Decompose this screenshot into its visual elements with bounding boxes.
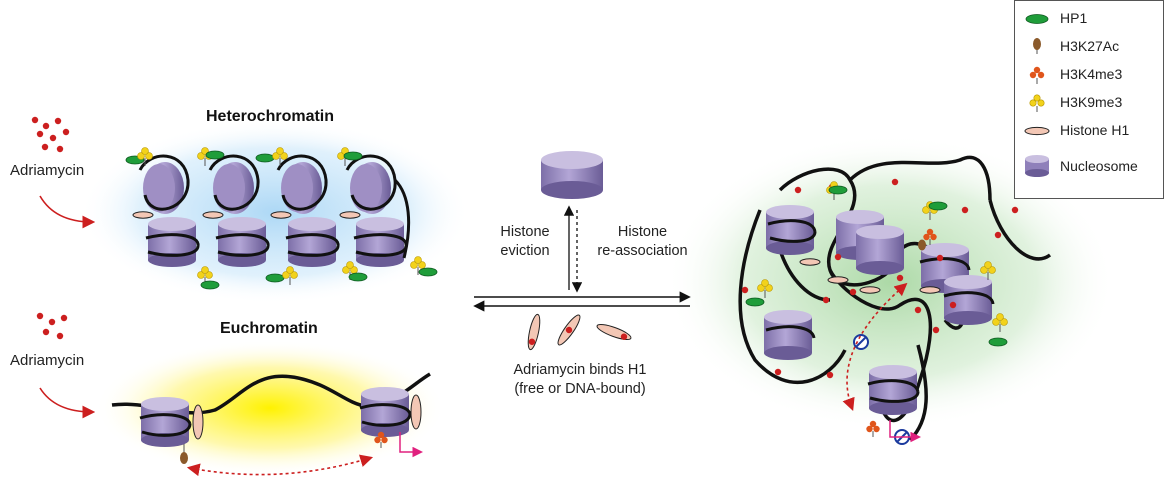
legend-item-nucleosome: Nucleosome: [1015, 147, 1163, 187]
adriamycin-cluster-top: [31, 116, 70, 153]
h3k9me3-icon: [1029, 94, 1045, 112]
h3k4me3-icon: [1029, 66, 1045, 84]
legend: HP1 H3K27Ac H3K4me3 H3K9me3 Histone H1 N…: [1014, 0, 1164, 199]
heterochromatin-fiber: [125, 147, 438, 290]
adriamycin-cluster-bottom: [36, 312, 68, 340]
heterochromatin-title: Heterochromatin: [206, 108, 335, 125]
legend-item-histone-h1: Histone H1: [1015, 119, 1163, 143]
inhibit-icon: [853, 334, 869, 350]
evicted-nucleosome: [541, 151, 603, 199]
adriamycin-arrow-top: [39, 195, 96, 229]
adriamycin-arrow-bottom: [39, 387, 96, 419]
adriamycin-binds-h1-label: Adriamycin binds H1 (free or DNA-bound): [513, 362, 647, 397]
histone-h1-icon: [1024, 126, 1050, 136]
adriamycin-bound-h1: [527, 313, 632, 351]
adriamycin-label-top: Adriamycin: [10, 162, 85, 179]
legend-item-h3k4me3: H3K4me3: [1015, 63, 1163, 87]
legend-item-h3k27ac: H3K27Ac: [1015, 35, 1163, 59]
histone-reassociation-label: Histone re-association: [597, 224, 688, 259]
euchromatin-title: Euchromatin: [220, 320, 318, 337]
adriamycin-label-bottom: Adriamycin: [10, 352, 85, 369]
legend-item-h3k9me3: H3K9me3: [1015, 91, 1163, 115]
legend-item-hp1: HP1: [1015, 7, 1163, 31]
euchromatin-fiber: [111, 372, 431, 477]
h3k27ac-icon: [1033, 38, 1041, 54]
nucleosome-icon: [1025, 155, 1049, 177]
open-chromatin-fiber: [738, 155, 1052, 445]
hp1-icon: [1025, 14, 1049, 24]
histone-eviction-label: Histone eviction: [500, 224, 550, 259]
